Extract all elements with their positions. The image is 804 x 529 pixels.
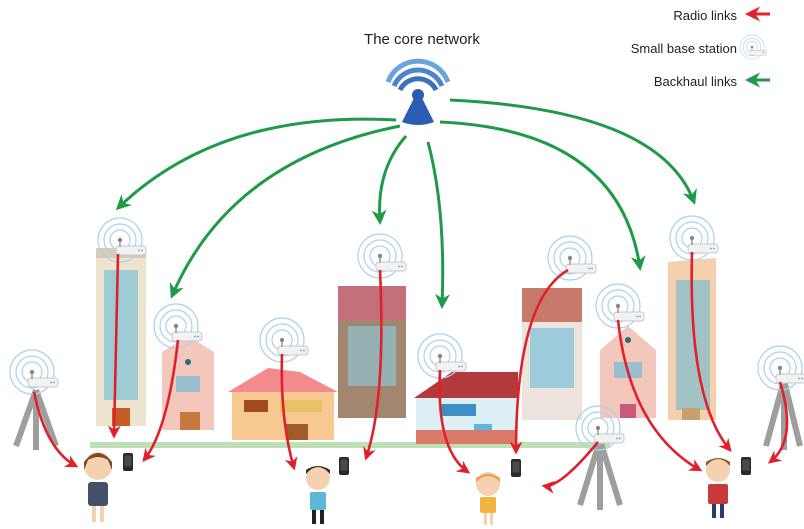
user-avatar-icon [306, 466, 330, 524]
legend-radio-links-label: Radio links [673, 8, 737, 23]
radio-links [32, 251, 789, 494]
backhaul-link [449, 98, 697, 205]
radio-link [107, 253, 121, 439]
backhaul-link [169, 124, 401, 299]
radio-link [690, 251, 732, 452]
mobile-phone-icon [123, 453, 133, 471]
user-avatar-icon [84, 452, 112, 522]
backhaul-link [115, 117, 397, 211]
backhaul-links [115, 98, 697, 309]
backhaul-link [426, 141, 450, 309]
ground-strip [90, 442, 610, 448]
building-pink-house [162, 336, 214, 430]
radio-link [509, 268, 569, 455]
legend-small-base-station-label: Small base station [631, 41, 737, 56]
radio-link [280, 353, 298, 471]
backhaul-link [371, 135, 408, 225]
small-base-station-icon [595, 283, 645, 329]
small-base-station-icon [259, 317, 309, 363]
building-brown-tower [338, 286, 406, 418]
small-base-station-icon [547, 235, 597, 281]
building-tall-left [96, 248, 146, 426]
radio-link [616, 319, 703, 472]
mobile-phone-icon [339, 457, 349, 475]
small-base-station-icon [417, 333, 467, 379]
mobile-phone-icon [511, 459, 521, 477]
legend-backhaul-links-label: Backhaul links [654, 74, 738, 89]
legend-small-base-station-icon [739, 34, 767, 60]
radio-link [541, 441, 600, 494]
building-office-gray [522, 288, 582, 420]
radio-link [767, 381, 789, 464]
backhaul-link [439, 120, 646, 271]
small-base-station-icon [9, 349, 59, 395]
small-base-station-icon [357, 233, 407, 279]
core-network-title: The core network [364, 31, 480, 48]
radio-link [363, 269, 383, 461]
legend: Radio links Small base station Backhaul … [631, 6, 770, 89]
user-avatar-icon [476, 472, 500, 525]
small-base-station-icon [669, 215, 719, 261]
building-blue-house [414, 372, 518, 444]
radio-link [438, 369, 471, 474]
mast-center-right [577, 439, 623, 510]
core-network-tower-icon [385, 58, 451, 125]
radio-link [142, 339, 180, 463]
user-avatar-icon [706, 458, 730, 518]
mobile-phone-icon [741, 457, 751, 475]
radio-link [32, 391, 79, 468]
